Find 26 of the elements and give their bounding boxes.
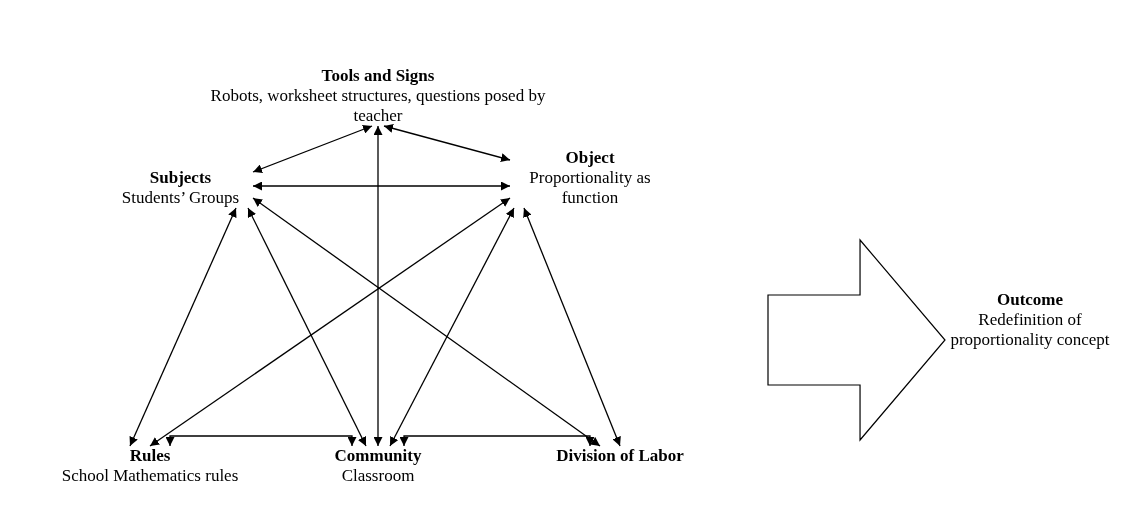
node-text: Robots, worksheet structures, questions posed by teacher	[209, 86, 547, 126]
double-arrow	[129, 207, 237, 447]
node-text: School Mathematics rules	[60, 466, 240, 486]
node-text: Proportionality as function	[528, 168, 652, 208]
double-arrow	[252, 181, 511, 191]
double-arrow	[373, 125, 383, 447]
node-text: Classroom	[340, 466, 416, 486]
double-arrow	[252, 197, 601, 447]
node-heading: Tools and Signs	[320, 66, 436, 86]
node-text: Students’ Groups	[120, 188, 241, 208]
node-heading: Rules	[128, 446, 172, 466]
node-text: Redefinition of proportionality concept	[949, 310, 1111, 350]
node-heading: Object	[564, 148, 616, 168]
node-heading: Subjects	[148, 168, 213, 188]
double-arrow	[149, 197, 511, 447]
node-heading: Community	[333, 446, 423, 466]
double-arrow	[252, 125, 373, 173]
node-heading: Outcome	[995, 290, 1065, 310]
node-heading: Division of Labor	[555, 446, 685, 466]
double-arrow	[523, 207, 621, 447]
double-arrow	[247, 207, 367, 447]
block-arrow	[767, 238, 946, 442]
double-arrow	[399, 435, 595, 447]
double-arrow	[165, 435, 357, 447]
double-arrow	[383, 124, 511, 162]
double-arrow	[389, 207, 515, 447]
